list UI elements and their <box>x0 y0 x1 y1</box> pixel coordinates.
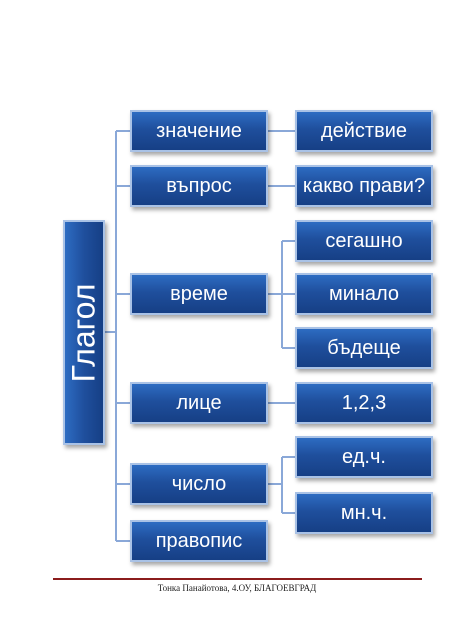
footer-divider <box>53 578 422 580</box>
leaf-person-values: 1,2,3 <box>295 382 433 424</box>
root-label: Глагол <box>65 283 102 382</box>
branch-person: лице <box>130 382 268 424</box>
leaf-action: действие <box>295 110 433 152</box>
branch-tense: време <box>130 273 268 315</box>
leaf-present: сегашно <box>295 220 433 262</box>
footer-caption: Тонка Панайотова, 4.ОУ, БЛАГОЕВГРАД <box>157 583 317 593</box>
connector-group-3 <box>268 240 295 349</box>
leaf-plural: мн.ч. <box>295 492 433 534</box>
leaf-past: минало <box>295 273 433 315</box>
branch-spelling: правопис <box>130 520 268 562</box>
leaf-singular: ед.ч. <box>295 436 433 478</box>
connector-group-5 <box>268 456 295 514</box>
leaf-what-does: какво прави? <box>295 165 433 207</box>
branch-meaning: значение <box>130 110 268 152</box>
root-node: Глагол <box>63 220 105 445</box>
branch-question: въпрос <box>130 165 268 207</box>
leaf-future: бъдеще <box>295 327 433 369</box>
branch-number: число <box>130 463 268 505</box>
